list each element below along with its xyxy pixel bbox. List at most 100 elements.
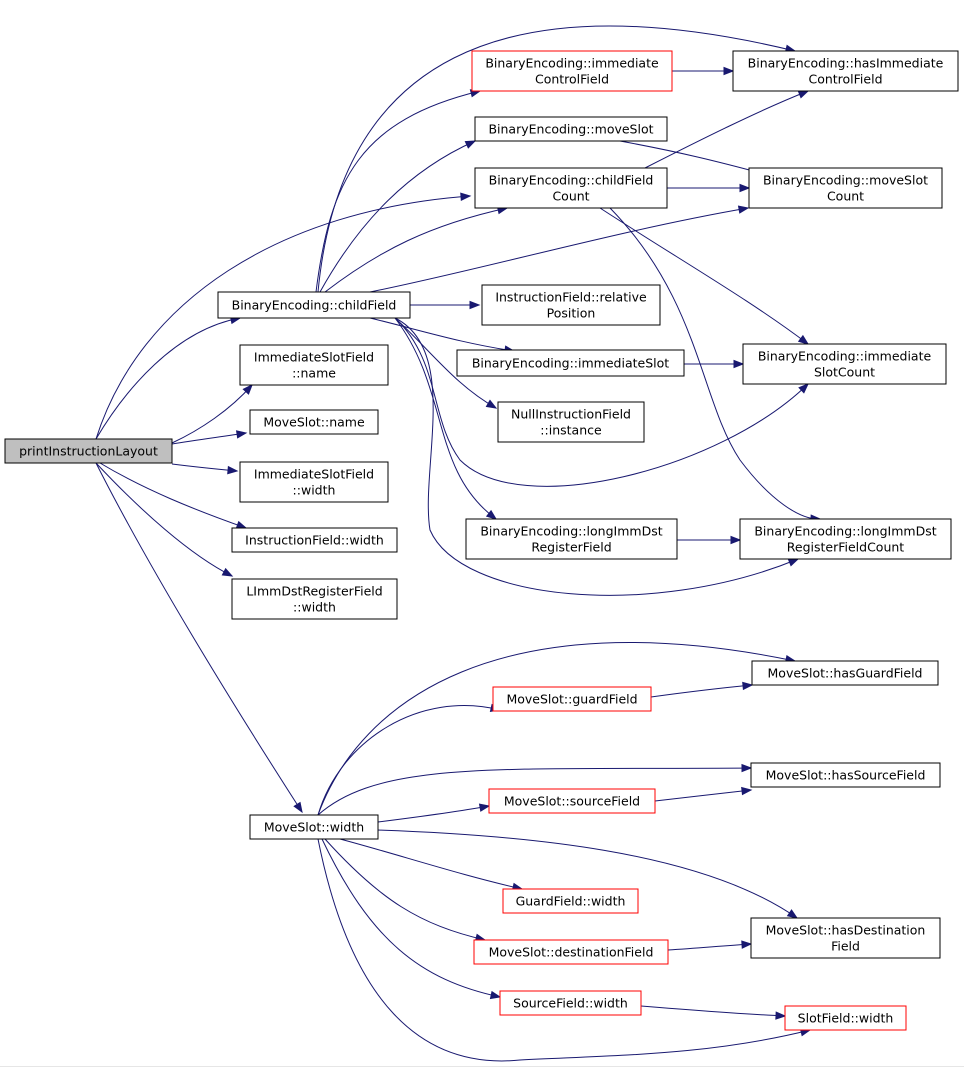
node-immName[interactable]: ImmediateSlotField::name bbox=[239, 344, 389, 386]
node-box bbox=[231, 527, 398, 553]
node-moveSlotWidth[interactable]: MoveSlot::width bbox=[249, 814, 379, 840]
node-label: Position bbox=[547, 306, 596, 321]
call-edge bbox=[650, 684, 753, 698]
node-childField[interactable]: BinaryEncoding::childField bbox=[217, 291, 411, 319]
node-nullInstance[interactable]: NullInstructionField::instance bbox=[497, 401, 645, 443]
arrowhead bbox=[485, 399, 498, 409]
node-box bbox=[488, 788, 656, 814]
call-edge bbox=[394, 317, 809, 487]
node-box bbox=[481, 284, 661, 326]
call-edge bbox=[609, 207, 821, 520]
call-edge bbox=[369, 207, 749, 293]
node-box bbox=[249, 409, 379, 435]
node-label: Count bbox=[552, 189, 589, 204]
call-edge bbox=[394, 317, 497, 409]
call-edge bbox=[599, 207, 809, 345]
arrowhead bbox=[293, 801, 303, 814]
call-edge bbox=[324, 207, 508, 293]
node-label: InstructionField::width bbox=[245, 533, 384, 548]
call-edge bbox=[171, 432, 247, 445]
node-printInstructionLayout[interactable]: printInstructionLayout bbox=[4, 438, 173, 464]
call-edge bbox=[317, 838, 811, 1062]
node-destField[interactable]: MoveSlot::destinationField bbox=[473, 939, 669, 965]
call-edge bbox=[95, 462, 303, 813]
arrowhead bbox=[489, 990, 502, 1000]
node-moveSlot[interactable]: BinaryEncoding::moveSlot bbox=[474, 116, 668, 142]
node-label: ControlField bbox=[808, 72, 882, 87]
node-label: MoveSlot::name bbox=[263, 415, 365, 430]
arrowhead bbox=[786, 909, 799, 919]
call-edge bbox=[369, 317, 515, 352]
node-label: MoveSlot::guardField bbox=[506, 692, 637, 707]
arrowhead bbox=[227, 465, 239, 475]
call-edge bbox=[317, 705, 501, 816]
call-edge bbox=[654, 789, 752, 802]
arrowhead bbox=[797, 90, 810, 99]
call-edge bbox=[317, 642, 796, 816]
node-box bbox=[497, 401, 645, 443]
node-box bbox=[217, 291, 411, 319]
node-immWidth[interactable]: ImmediateSlotField::width bbox=[239, 461, 389, 503]
node-guardWidth[interactable]: GuardField::width bbox=[502, 888, 639, 914]
node-label: SlotCount bbox=[814, 365, 875, 380]
node-label: ImmediateSlotField bbox=[254, 350, 374, 365]
call-edge bbox=[377, 829, 798, 919]
arrowhead bbox=[742, 681, 754, 691]
arrowhead bbox=[787, 558, 800, 567]
node-label: ::width bbox=[293, 483, 336, 498]
node-label: BinaryEncoding::immediate bbox=[758, 349, 932, 364]
node-box bbox=[471, 50, 673, 92]
node-box bbox=[732, 50, 959, 92]
call-edge bbox=[317, 25, 796, 293]
node-slotWidth[interactable]: SlotField::width bbox=[784, 1005, 907, 1031]
arrowhead bbox=[478, 803, 491, 812]
node-box bbox=[492, 686, 652, 712]
arrowhead bbox=[235, 430, 248, 439]
node-label: MoveSlot::hasDestination bbox=[766, 923, 926, 938]
node-box bbox=[473, 939, 669, 965]
node-label: BinaryEncoding::longImmDst bbox=[480, 524, 662, 539]
node-label: MoveSlot::destinationField bbox=[489, 945, 654, 960]
node-hasSourceField[interactable]: MoveSlot::hasSourceField bbox=[750, 762, 941, 788]
call-edge bbox=[644, 90, 809, 169]
node-sourceField[interactable]: MoveSlot::sourceField bbox=[488, 788, 656, 814]
node-label: BinaryEncoding::longImmDst bbox=[754, 524, 936, 539]
node-longImmDstCount[interactable]: BinaryEncoding::longImmDstRegisterFieldC… bbox=[739, 518, 952, 560]
arrowhead bbox=[741, 940, 753, 949]
node-moveSlotName[interactable]: MoveSlot::name bbox=[249, 409, 379, 435]
node-box bbox=[239, 344, 389, 386]
node-limmWidth[interactable]: LImmDstRegisterField::width bbox=[231, 578, 398, 620]
node-label: ImmediateSlotField bbox=[254, 467, 374, 482]
node-label: BinaryEncoding::childField bbox=[232, 298, 397, 313]
node-guardField[interactable]: MoveSlot::guardField bbox=[492, 686, 652, 712]
call-edge bbox=[377, 805, 490, 823]
call-edge bbox=[95, 462, 233, 577]
call-edge bbox=[171, 384, 253, 444]
arrowhead bbox=[739, 183, 751, 193]
arrowhead bbox=[235, 520, 248, 529]
arrowhead bbox=[460, 192, 472, 201]
arrowhead bbox=[741, 763, 753, 773]
call-edge bbox=[95, 195, 471, 440]
arrowhead bbox=[242, 383, 253, 395]
node-sourceWidth[interactable]: SourceField::width bbox=[499, 990, 642, 1016]
node-label: printInstructionLayout bbox=[19, 444, 158, 459]
node-immediateSlot[interactable]: BinaryEncoding::immediateSlot bbox=[456, 349, 685, 377]
node-box bbox=[474, 116, 668, 142]
arrowhead bbox=[730, 535, 742, 545]
node-label: MoveSlot::hasGuardField bbox=[768, 666, 923, 681]
node-instrWidth[interactable]: InstructionField::width bbox=[231, 527, 398, 553]
node-label: BinaryEncoding::childField bbox=[489, 173, 654, 188]
node-label: BinaryEncoding::hasImmediate bbox=[748, 56, 944, 71]
node-hasGuardField[interactable]: MoveSlot::hasGuardField bbox=[751, 660, 939, 686]
node-box bbox=[231, 578, 398, 620]
